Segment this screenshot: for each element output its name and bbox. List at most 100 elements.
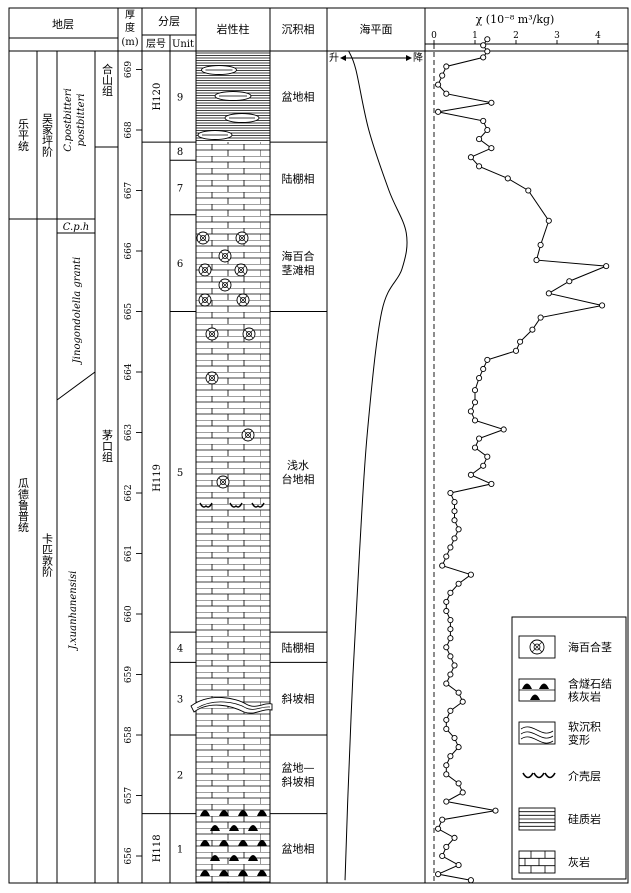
- facies-label: 浅水: [287, 459, 309, 472]
- chi-point: [447, 707, 454, 714]
- sea-level-arrow-right: [406, 55, 412, 61]
- chi-point: [443, 843, 450, 850]
- lithology-block-limestone: [196, 142, 270, 161]
- chi-point: [480, 462, 487, 469]
- header-layer-no: 层号: [146, 38, 166, 50]
- lithology-block-chert_limestone: [196, 813, 270, 883]
- header: 地层 厚 度 (m) 分层 层号 Unit 岩性柱 沉积相 海平面 χ (10⁻…: [52, 9, 554, 50]
- chi-point: [476, 163, 483, 170]
- zone-boundary-diagonal: [56, 371, 96, 401]
- depth-tick-label: 663: [124, 424, 134, 441]
- sea-level-curve: [344, 50, 408, 881]
- header-thickness-2: 度: [125, 21, 135, 34]
- chi-point: [480, 365, 487, 373]
- legend-label: 含燧石结: [568, 677, 612, 691]
- chi-point: [451, 508, 458, 515]
- legend-label: 海百合茎: [568, 640, 612, 654]
- header-thickness-1: 厚: [125, 9, 135, 21]
- crinoid-symbol: [235, 231, 249, 245]
- chert-nodule: [257, 810, 267, 816]
- chi-point: [443, 90, 450, 97]
- chert-nodule: [248, 855, 258, 861]
- chi-point: [455, 780, 462, 787]
- chi-point: [484, 48, 491, 55]
- facies-label: 陆棚相: [282, 640, 315, 654]
- zone-jxuanhanensisi: J.xuanhanensisi: [68, 571, 79, 652]
- chi-point: [455, 526, 462, 533]
- sample-group-label: H119: [152, 464, 163, 492]
- chi-point: [451, 517, 458, 524]
- depth-tick-label: 660: [124, 605, 134, 622]
- column-dividers: [36, 8, 426, 883]
- chi-point: [480, 54, 487, 61]
- legend-label: 介壳层: [568, 769, 601, 783]
- header-strata: 地层: [52, 18, 74, 31]
- chi-point: [471, 399, 479, 406]
- chi-point: [476, 435, 483, 442]
- chi-tick-label: 1: [472, 31, 478, 41]
- unit-label: 6: [177, 259, 183, 270]
- chi-point: [451, 734, 458, 742]
- chi-point: [443, 63, 450, 70]
- depth-scale: 6566576586596606616626636646656666676686…: [124, 61, 142, 865]
- header-lithology: 岩性柱: [217, 22, 250, 36]
- depth-tick-label: 657: [124, 787, 134, 804]
- chert-nodule: [238, 810, 248, 816]
- zone-cpostbitteri-1: C.postbitteri: [63, 88, 74, 152]
- chi-point: [484, 356, 491, 363]
- series-guadalupian: 瓜德鲁普统: [17, 478, 30, 533]
- chi-point: [443, 553, 450, 560]
- depth-tick-label: 661: [124, 545, 134, 562]
- legend-label: 软沉积: [568, 720, 601, 734]
- chi-point: [467, 877, 474, 884]
- chi-point: [529, 326, 536, 333]
- facies-label: 斜坡相: [282, 775, 315, 788]
- chi-point: [435, 871, 442, 878]
- lithology-block-limestone: [196, 160, 270, 215]
- chi-point: [443, 771, 450, 778]
- depth-tick-label: 668: [124, 121, 134, 138]
- chi-point: [447, 653, 454, 660]
- header-sea-level: 海平面: [360, 22, 393, 36]
- legend-deformation-icon: [518, 721, 556, 745]
- chi-point: [447, 635, 454, 642]
- strata-columns: 乐平统 瓜德鲁普统 吴家坪阶 卡匹敦阶 C.postbitteri postbi…: [9, 62, 118, 651]
- chi-point: [459, 698, 466, 705]
- chi-point: [443, 644, 450, 651]
- header-facies: 沉积相: [282, 23, 315, 36]
- chi-point: [480, 42, 487, 49]
- chi-point: [435, 81, 442, 88]
- chi-point: [455, 744, 462, 751]
- chi-point: [447, 626, 454, 633]
- chert-nodule: [219, 870, 229, 876]
- crinoid-symbol: [242, 327, 256, 341]
- sea-level-arrow-left: [340, 55, 346, 61]
- chi-point: [467, 408, 474, 415]
- chi-point: [447, 589, 454, 596]
- chi-tick-label: 3: [554, 31, 560, 41]
- shell-symbol: [251, 502, 265, 508]
- chert-nodule: [238, 840, 248, 846]
- chi-point: [451, 535, 458, 542]
- header-unit: Unit: [172, 39, 194, 50]
- depth-tick-label: 669: [124, 61, 134, 78]
- legend-shell-icon: [522, 772, 556, 779]
- crinoid-symbol: [198, 293, 212, 307]
- chi-point: [537, 314, 544, 321]
- chi-point: [447, 617, 454, 624]
- crinoid-symbol: [205, 327, 219, 341]
- chi-point: [447, 753, 454, 760]
- legend-label: 核灰岩: [568, 690, 601, 704]
- lithology-frame: [195, 50, 271, 884]
- facies-label: 台地相: [282, 472, 315, 486]
- chi-series-points: [435, 36, 610, 884]
- chi-point: [459, 789, 466, 796]
- legend-label: 灰岩: [568, 855, 590, 869]
- chi-point: [492, 807, 499, 814]
- soft-deformation-inner: [196, 701, 271, 710]
- depth-tick-label: 658: [124, 726, 134, 743]
- sample-group-label: H118: [152, 834, 163, 862]
